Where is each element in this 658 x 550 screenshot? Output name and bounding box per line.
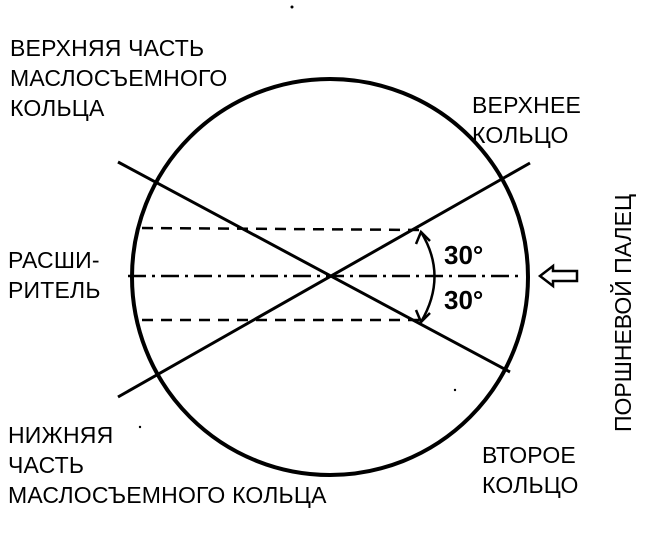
label-top-oil-ring: ВЕРХНЯЯ ЧАСТЬ МАСЛОСЪЕМНОГО КОЛЬЦА <box>10 33 228 123</box>
label-line: ЧАСТЬ <box>8 452 85 478</box>
label-second-ring: ВТОРОЕ КОЛЬЦО <box>482 440 579 500</box>
label-line: РИТЕЛЬ <box>8 277 101 303</box>
speck-top <box>290 5 294 9</box>
label-line: НИЖНЯЯ <box>8 422 114 448</box>
label-line: МАСЛОСЪЕМНОГО КОЛЬЦА <box>8 482 327 508</box>
diagonal-line-top-oil-to-second <box>117 160 511 374</box>
angle-arc-arrow-bottom <box>414 309 431 325</box>
angle-label-lower: 30° <box>444 285 484 315</box>
label-line: ВЕРХНЯЯ ЧАСТЬ <box>10 35 205 61</box>
angle-arc-arrow-top <box>414 229 431 245</box>
angle-arc <box>419 231 436 323</box>
label-piston-pin: ПОРШНЕВОЙ ПАЛЕЦ <box>610 193 636 432</box>
label-line: МАСЛОСЪЕМНОГО <box>10 65 228 91</box>
angle-label-upper: 30° <box>444 240 484 270</box>
diagonal-line-bottom-oil-to-top <box>117 161 531 399</box>
label-line: КОЛЬЦО <box>482 472 579 498</box>
label-expander: РАСШИ- РИТЕЛЬ <box>8 245 101 305</box>
label-bottom-oil-ring: НИЖНЯЯ ЧАСТЬ МАСЛОСЪЕМНОГО КОЛЬЦА <box>8 420 327 510</box>
arrow-left-icon <box>537 263 579 289</box>
label-line: КОЛЬЦА <box>10 95 105 121</box>
label-top-ring: ВЕРХНЕЕ КОЛЬЦО <box>472 90 581 150</box>
label-line: РАСШИ- <box>8 247 100 273</box>
dashed-line-upper <box>141 226 427 232</box>
label-line: ВТОРОЕ <box>482 442 576 468</box>
speck-right <box>453 388 457 392</box>
label-line: ВЕРХНЕЕ <box>472 92 582 118</box>
speck-left <box>138 425 142 429</box>
label-line: КОЛЬЦО <box>472 122 569 148</box>
